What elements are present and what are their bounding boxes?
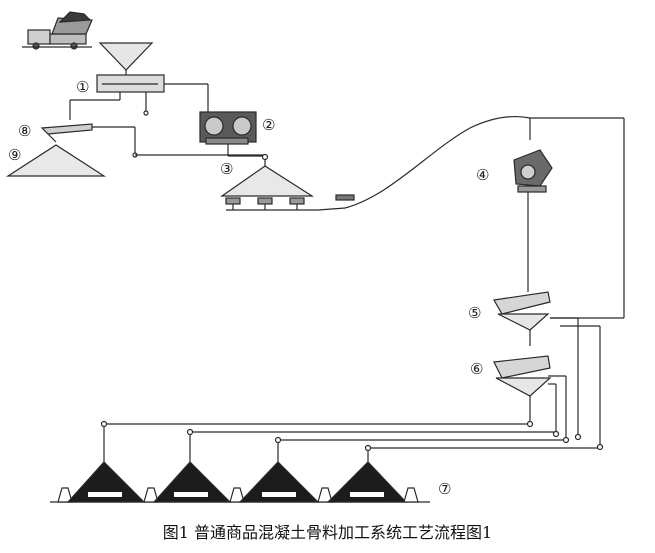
cone-crusher-4-icon <box>513 149 553 193</box>
surge-pile-3-icon <box>220 165 315 197</box>
underpile-feeders-icon <box>225 197 318 211</box>
screen-8-icon <box>40 123 93 143</box>
stockpile-9-icon <box>5 144 107 177</box>
equipment-label-1: ① <box>76 78 90 96</box>
screen-5-icon <box>493 291 551 331</box>
equipment-label-9: ⑨ <box>8 146 22 164</box>
screen-6-icon <box>493 355 552 397</box>
equipment-label-3: ③ <box>220 160 234 178</box>
equipment-label-8: ⑧ <box>18 122 32 140</box>
equipment-label-6: ⑥ <box>470 360 484 378</box>
feeder-icon <box>96 74 165 93</box>
product-stockpiles-7 <box>50 461 430 503</box>
equipment-label-4: ④ <box>476 166 490 184</box>
equipment-label-5: ⑤ <box>468 304 482 322</box>
inclined-belt-conveyor <box>317 116 531 211</box>
figure-caption: 图1 普通商品混凝土骨料加工系统工艺流程图1 <box>162 523 493 542</box>
equipment-label-7: ⑦ <box>438 480 452 498</box>
equipment-label-2: ② <box>262 116 276 134</box>
feed-hopper-icon <box>98 42 154 71</box>
jaw-crusher-icon <box>199 111 257 145</box>
conveyor-drive-icon <box>335 194 355 201</box>
distribution-conveyors <box>100 420 604 462</box>
dump-truck-icon <box>22 11 93 50</box>
